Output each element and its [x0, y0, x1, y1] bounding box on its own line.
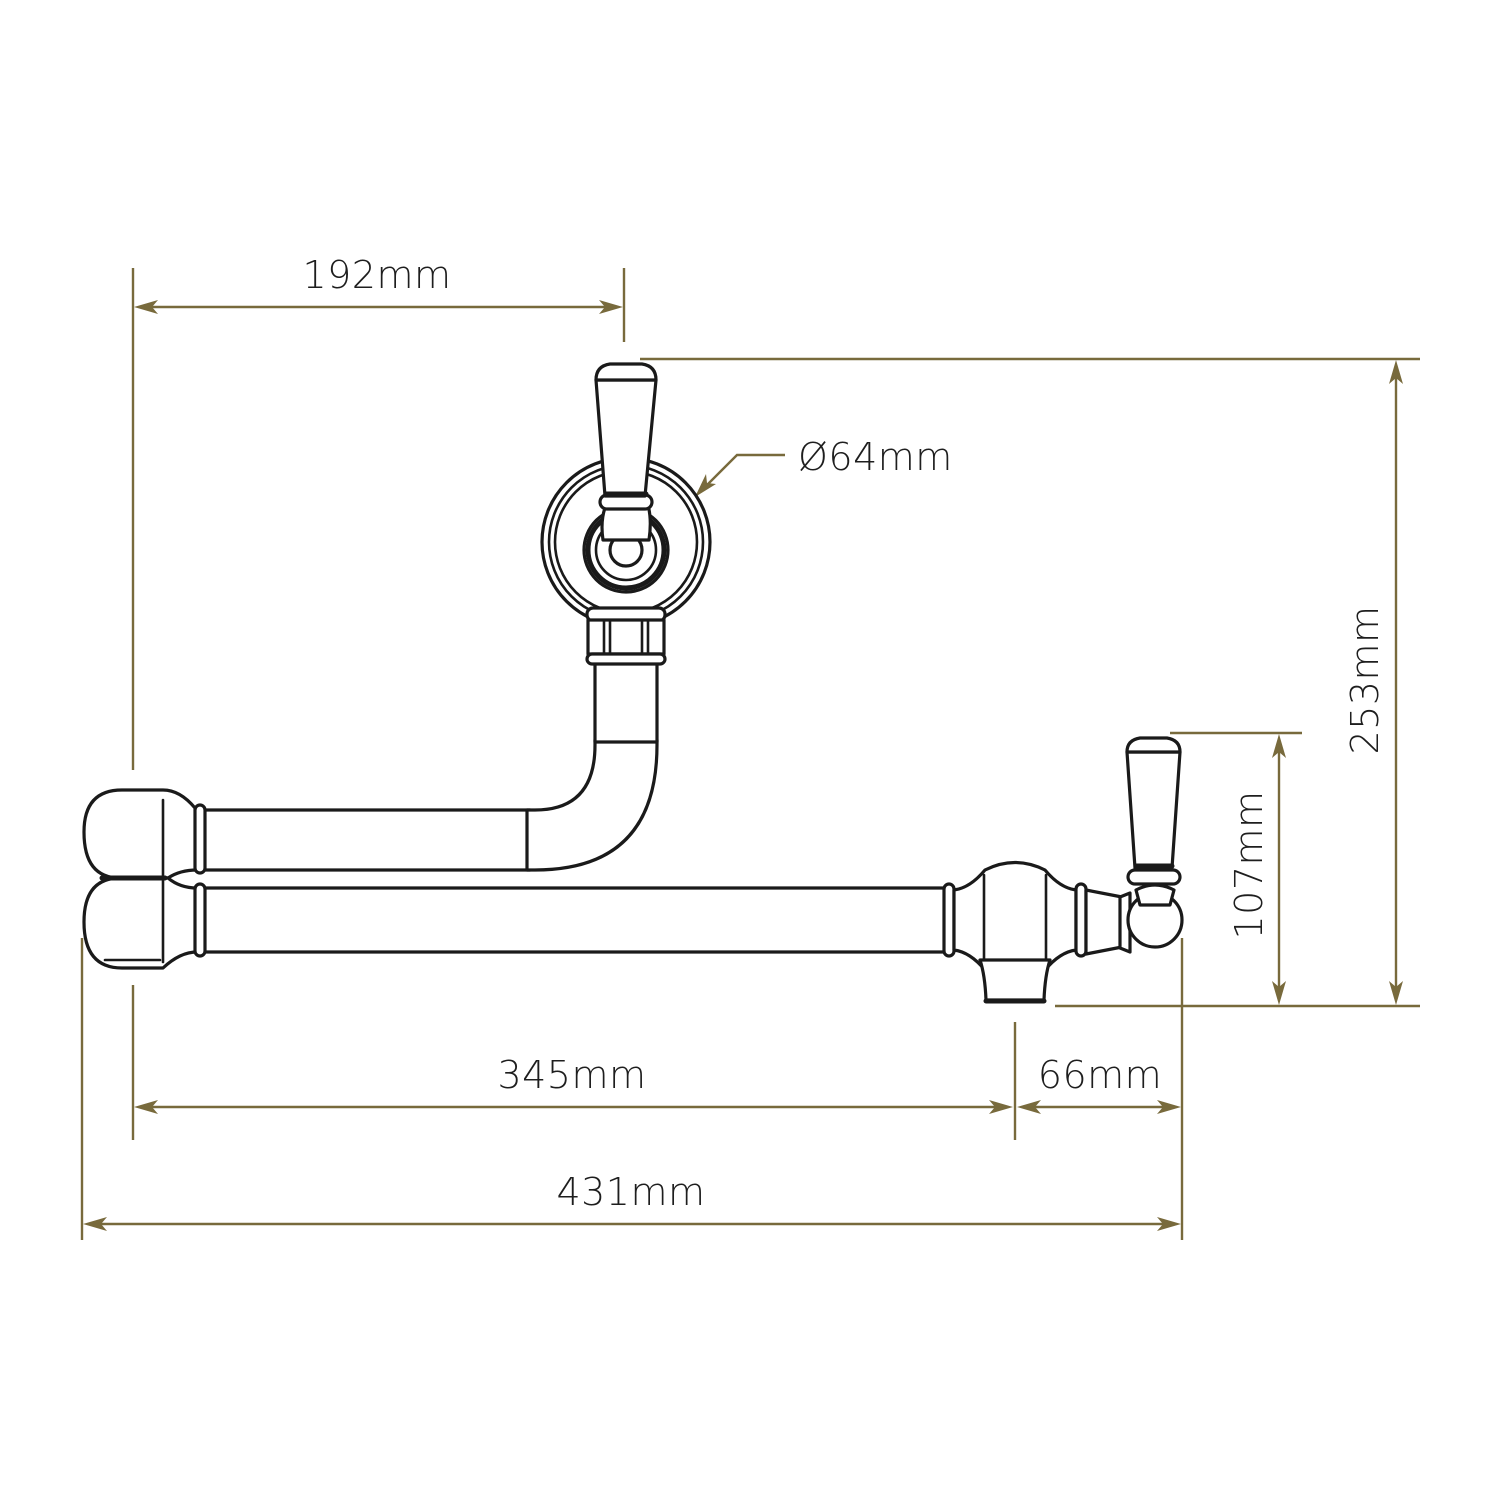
label-431mm: 431mm	[556, 1170, 705, 1214]
top-lever-handle	[594, 362, 658, 542]
lower-arm	[198, 886, 952, 954]
dimension-107: 107mm	[1170, 731, 1302, 1005]
label-345mm: 345mm	[497, 1053, 646, 1097]
dimension-253: 253mm	[640, 357, 1420, 1008]
label-253mm: 253mm	[1343, 605, 1387, 754]
label-192mm: 192mm	[302, 253, 451, 297]
dimension-431: 431mm	[80, 938, 1181, 1240]
dimension-64-leader: Ø64mm	[695, 435, 953, 497]
label-66mm: 66mm	[1038, 1053, 1162, 1097]
upper-arm	[198, 658, 659, 872]
spout-body	[942, 860, 1184, 1004]
label-107mm: 107mm	[1227, 790, 1271, 939]
dimension-192: 192mm	[131, 253, 626, 770]
spout-lever-handle	[1125, 736, 1182, 870]
knuckle-joint	[82, 788, 207, 970]
dimension-345-66: 345mm 66mm	[131, 938, 1184, 1240]
label-diameter-64mm: Ø64mm	[798, 435, 953, 479]
